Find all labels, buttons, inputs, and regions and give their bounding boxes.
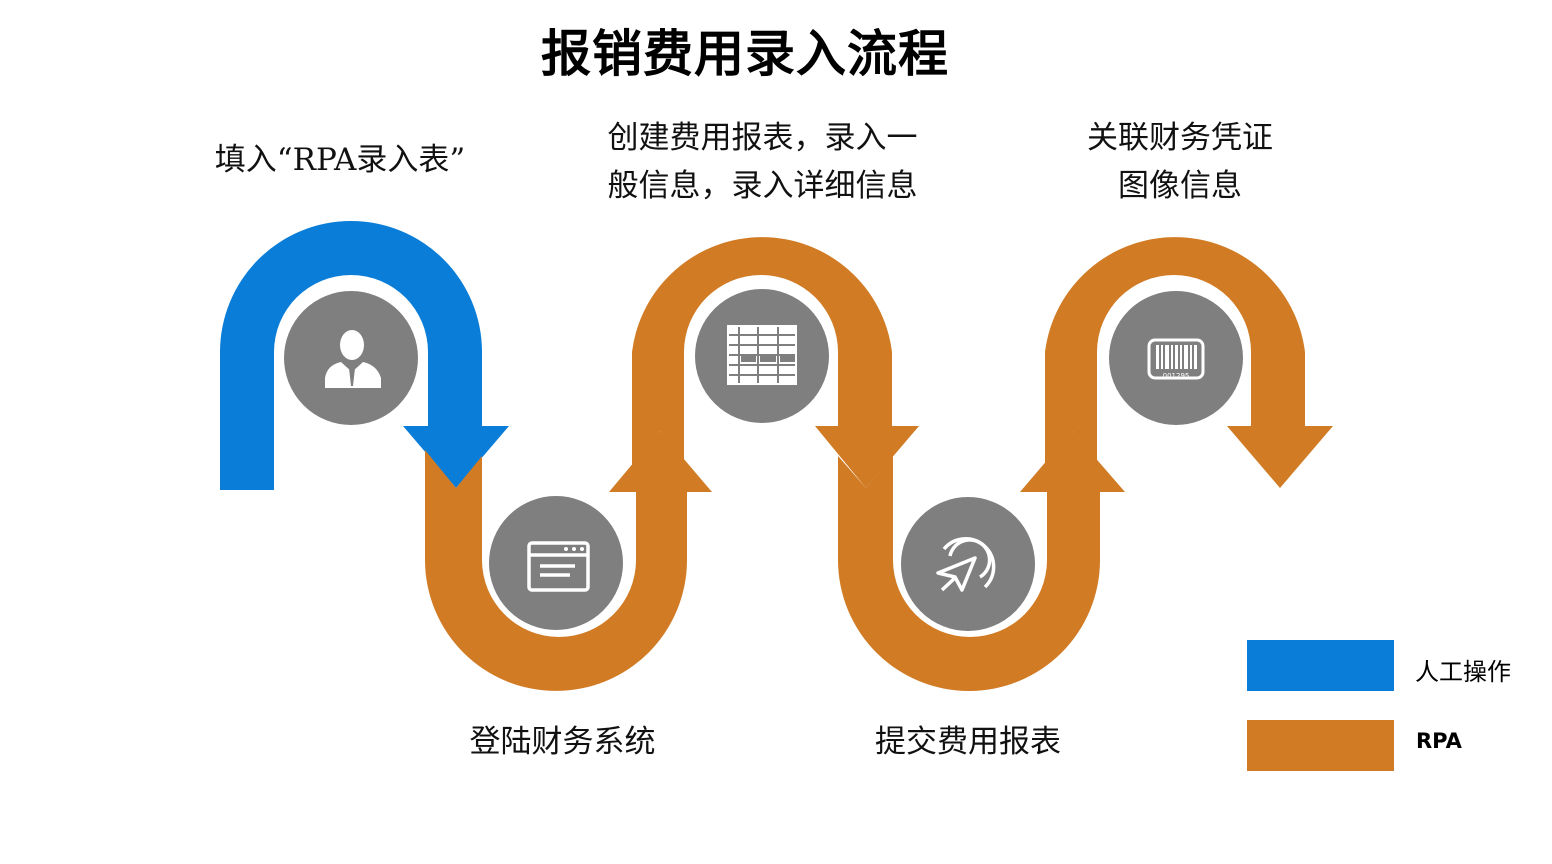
flow-arrow-rpa-2: [632, 237, 919, 488]
barcode-number: 001295: [1163, 372, 1190, 380]
browser-window-icon: [527, 541, 590, 592]
step-5-icon-circle: 001295: [1105, 287, 1247, 429]
barcode-icon: 001295: [1147, 338, 1205, 380]
table-icon: [727, 325, 797, 385]
flow-arrow-rpa-4: [1045, 237, 1333, 488]
person-icon: [325, 330, 381, 388]
step-5-label: 关联财务凭证 图像信息: [1087, 120, 1273, 204]
step-3-label: 创建费用报表，录入一 般信息，录入详细信息: [607, 120, 918, 204]
step-3-icon-circle: [691, 285, 833, 427]
step-4-icon-circle: [897, 493, 1039, 635]
legend-rpa-label: RPA: [1416, 729, 1462, 753]
legend-manual-label: 人工操作: [1415, 658, 1511, 686]
page-title: 报销费用录入流程: [541, 25, 949, 83]
legend-manual-swatch: [1247, 640, 1394, 691]
flow-arrow-rpa-3: [838, 431, 1125, 691]
legend-rpa-swatch: [1247, 720, 1394, 771]
step-1-icon-circle: [280, 287, 422, 429]
flow-arrow-rpa-1: [425, 431, 712, 691]
step-2-label: 登陆财务系统: [469, 724, 656, 760]
cursor-click-icon: [936, 537, 996, 592]
step-2-icon-circle: [485, 492, 627, 634]
flow-arrow-manual: [220, 221, 509, 490]
step-4-label: 提交费用报表: [875, 724, 1061, 760]
step-1-label: 填入“RPA录入表”: [214, 142, 466, 178]
